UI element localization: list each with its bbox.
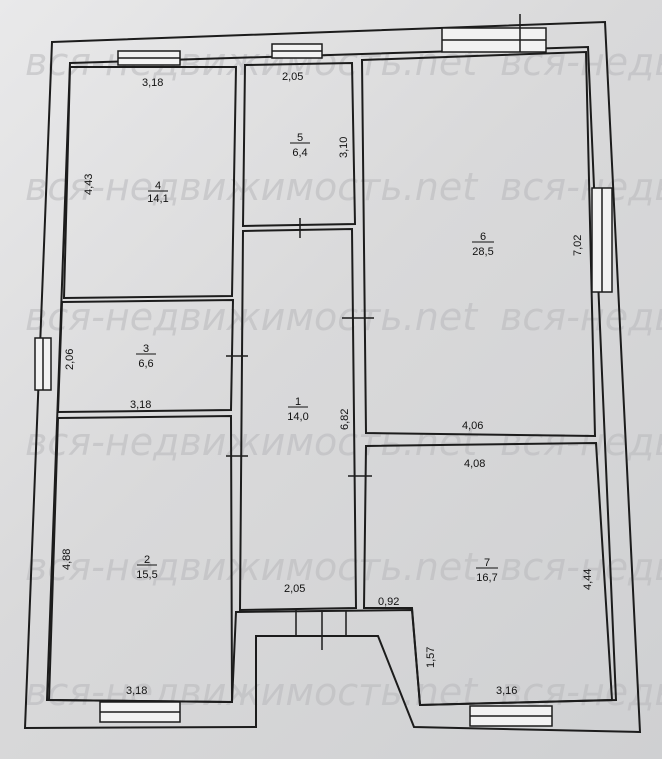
dimension-label: 4,43 <box>83 174 95 195</box>
dimension-label: 3,18 <box>142 77 163 89</box>
watermark: вся-недвижимость.net <box>500 545 662 589</box>
room-area: 14,0 <box>287 411 308 423</box>
interior-walls <box>47 50 614 707</box>
room-number: 3 <box>143 343 149 355</box>
dimension-label: 2,05 <box>282 71 303 83</box>
dimension-label: 3,16 <box>496 685 517 697</box>
room-number: 1 <box>295 396 301 408</box>
room-area: 15,5 <box>136 569 157 581</box>
room-labels: 4 14,1 5 6,4 6 28,5 3 6,6 1 14,0 2 15,5 … <box>136 132 498 584</box>
watermark: вся-недвижимость.net <box>500 295 662 339</box>
dimension-label: 2,06 <box>64 349 76 370</box>
watermark: вся-недвижимость.net <box>500 420 662 464</box>
dimension-label: 2,05 <box>284 583 305 595</box>
room-area: 28,5 <box>472 246 493 258</box>
dimension-label: 6,82 <box>339 409 351 430</box>
room-area: 16,7 <box>476 572 497 584</box>
watermark: вся-недвижимость.net <box>25 670 479 714</box>
dimension-label: 7,02 <box>572 235 584 256</box>
dimension-label: 3,18 <box>126 685 147 697</box>
watermark: вся-недвижимость.net <box>25 545 479 589</box>
exterior-walls <box>23 20 642 734</box>
room-area: 6,4 <box>292 147 307 159</box>
room-area: 6,6 <box>138 358 153 370</box>
dimension-label: 4,88 <box>61 549 73 570</box>
dimension-label: 4,08 <box>464 458 485 470</box>
room-number: 5 <box>297 132 303 144</box>
watermark: вся-недвижимость.net <box>25 420 479 464</box>
dimension-labels: 3,18 4,43 2,05 3,10 7,02 4,06 2,06 3,18 … <box>61 71 594 697</box>
room-number: 7 <box>484 557 490 569</box>
dimension-label: 1,57 <box>425 647 437 668</box>
windows <box>34 27 613 727</box>
watermark: вся-недвижимость.net <box>500 165 662 209</box>
dimension-label: 4,06 <box>462 420 483 432</box>
dimension-label: 0,92 <box>378 596 399 608</box>
window-details <box>42 14 603 717</box>
watermark-layer: вся-недвижимость.net вся-недвижимость.ne… <box>25 40 662 714</box>
room-area: 14,1 <box>147 193 168 205</box>
watermark: вся-недвижимость.net <box>25 165 479 209</box>
door-marks <box>226 218 374 650</box>
room-number: 2 <box>144 554 150 566</box>
room-number: 6 <box>480 231 486 243</box>
dimension-label: 4,44 <box>582 569 594 590</box>
dimension-label: 3,10 <box>338 137 350 158</box>
room-number: 4 <box>155 180 161 192</box>
dimension-label: 3,18 <box>130 399 151 411</box>
